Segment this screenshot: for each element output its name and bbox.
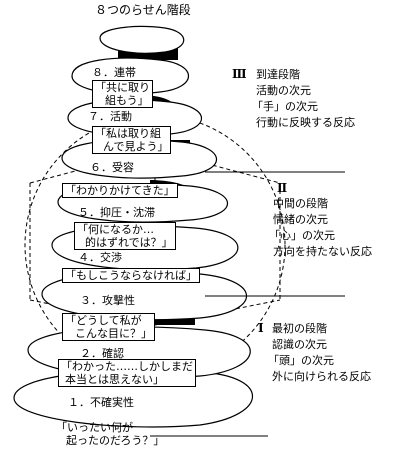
stage-line: 「頭」の次元: [268, 354, 334, 367]
step-label: １．不確実性: [68, 396, 134, 409]
stage-block: Ⅱ 中間の段階 情緒の次元 「心」の次元 方向を持たない反応: [255, 181, 372, 259]
stage-block: Ⅰ 最初の段階 認識の次元 「頭」の次元 外に向けられる反応: [258, 321, 371, 384]
ring-top: [99, 25, 185, 54]
stage-line: 活動の次元: [256, 84, 311, 97]
step-label: ７．活動: [88, 110, 132, 123]
quote-line: 本当とは思えない」: [65, 373, 164, 386]
quote-box: 「もしこうならなければ」: [62, 268, 200, 283]
quote-line: 「私は取り組: [95, 127, 161, 140]
quote-line: 組もう」: [105, 94, 149, 107]
stage-line: 情緒の次元: [273, 213, 328, 226]
step-label: ５．抑圧・沈滞: [78, 206, 155, 219]
stage-numeral: Ⅲ: [232, 67, 247, 81]
quote-box: 「どうして私が こんな目に？」: [62, 313, 155, 341]
quote-box: 「何になるか… 的はずれでは？」: [74, 222, 176, 250]
diagram-title: ８つのらせん階段: [95, 3, 191, 17]
stage-numeral: Ⅰ: [258, 321, 264, 335]
stage-line: 到達段階: [256, 68, 300, 81]
quote-box: 「いったい何が 起ったのだろう？」: [56, 421, 164, 447]
stage-block: Ⅲ 到達段階 活動の次元 「手」の次元 行動に反映する反応: [232, 67, 355, 130]
stage-line: 最初の段階: [272, 322, 327, 335]
stage-line: 方向を持たない反応: [273, 245, 372, 258]
step-label: ４．交渉: [78, 251, 122, 264]
stage-line: 中間の段階: [273, 197, 328, 210]
quote-line: 「何になるか…: [77, 223, 154, 236]
quote-box: 「わかった……しかしまだ 本当とは思えない」: [58, 359, 196, 387]
stage-line: 「心」の次元: [269, 229, 335, 242]
quote-line: 「どうして私が: [65, 314, 142, 327]
step-label: ６．受容: [90, 161, 134, 174]
quote-line: 「もしこうならなければ」: [65, 269, 197, 282]
step-label: ２．確認: [80, 347, 124, 360]
quote-box: 「わかりかけてきた」: [62, 183, 178, 198]
stage-line: 行動に反映する反応: [256, 116, 355, 129]
stage-numeral: Ⅱ: [277, 181, 288, 195]
stage-line: 外に向けられる反応: [272, 370, 371, 383]
quote-line: 「わかった……しかしまだ: [61, 360, 193, 373]
quote-line: 「共に取り: [95, 81, 150, 94]
quote-line: んで見よう」: [103, 140, 169, 153]
quote-box: 「私は取り組 んで見よう」: [92, 126, 172, 154]
step-label: ３．攻撃性: [80, 294, 135, 307]
quote-line: こんな目に？」: [75, 327, 152, 340]
quote-line: 「いったい何が: [56, 421, 133, 434]
quote-line: 的はずれでは？」: [85, 236, 173, 249]
stage-line: 認識の次元: [272, 338, 327, 351]
stage-line: 「手」の次元: [252, 100, 318, 113]
step-label: ８．連帯: [92, 66, 136, 79]
quote-line: 「わかりかけてきた」: [65, 184, 175, 197]
quote-box: 「共に取り 組もう」: [92, 80, 153, 108]
quote-line: 起ったのだろう？」: [66, 434, 165, 447]
